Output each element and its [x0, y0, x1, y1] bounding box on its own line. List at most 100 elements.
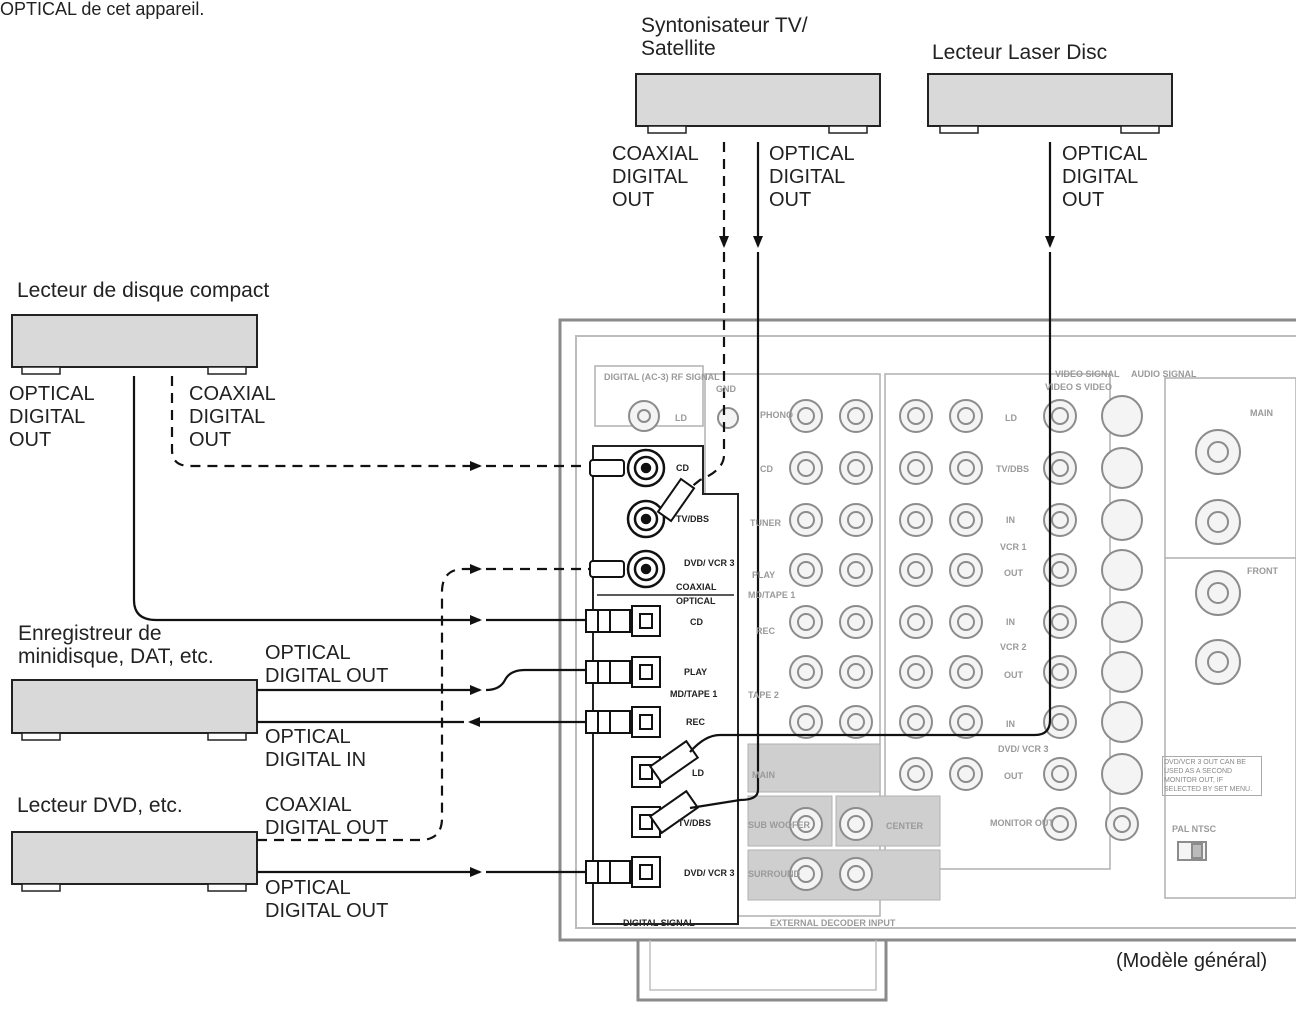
rca-jack — [957, 459, 975, 477]
cd-player-box — [11, 314, 258, 375]
main-speaker-label: MAIN — [1250, 408, 1273, 418]
coax-tvdbs-label: TV/DBS — [676, 514, 709, 524]
rca-jack — [907, 713, 925, 731]
rca-jack — [1051, 713, 1069, 731]
tuner-label: TUNER — [750, 518, 781, 528]
rec-label: REC — [756, 626, 776, 636]
subwoofer-label: SUB WOOFER — [748, 820, 810, 830]
external-decoder-label: EXTERNAL DECODER INPUT — [770, 918, 896, 928]
cd-player-label: Lecteur de disque compact — [17, 279, 270, 302]
rca-jack — [1051, 511, 1069, 529]
coax-cd-label: CD — [676, 463, 689, 473]
rca-jack — [907, 613, 925, 631]
rca-jack — [957, 713, 975, 731]
video-s-video-label: VIDEO S VIDEO — [1045, 382, 1112, 392]
rca-jack — [847, 713, 865, 731]
rca-jack — [797, 865, 815, 883]
panel-jacks — [628, 395, 1241, 891]
digital-rf-label: DIGITAL (AC-3) RF SIGNAL — [604, 372, 720, 382]
opt-play-label: PLAY — [684, 667, 707, 677]
ld-video-label: LD — [1005, 413, 1017, 423]
rca-jack — [847, 459, 865, 477]
s-video-jack — [1101, 651, 1143, 693]
rca-jack — [847, 815, 865, 833]
s-video-jack — [1101, 549, 1143, 591]
rca-jack — [1051, 459, 1069, 477]
laser-disc-box — [927, 73, 1173, 134]
s-video-jack — [1101, 447, 1143, 489]
opt-dvd-label: DVD/ VCR 3 — [684, 868, 735, 878]
rca-jack — [847, 407, 865, 425]
gnd-label: GND — [716, 384, 737, 394]
opt-tvdbs-label: TV/DBS — [678, 818, 711, 828]
vcr2-in-label: IN — [1006, 617, 1015, 627]
rca-jack — [1051, 765, 1069, 783]
rca-jack — [847, 613, 865, 631]
phono-label: PHONO — [760, 410, 793, 420]
rca-jack — [907, 561, 925, 579]
panel-labels: DIGITAL (AC-3) RF SIGNAL LD GND CD TV/DB… — [604, 369, 1278, 928]
opt-ld-label: LD — [692, 768, 704, 778]
center-label: CENTER — [886, 821, 924, 831]
tv-satellite-label: Syntonisateur TV/ Satellite — [641, 14, 808, 60]
tv-coaxial-out-label: COAXIAL DIGITAL OUT — [612, 143, 698, 211]
rca-jack — [1051, 613, 1069, 631]
top-note: OPTICAL de cet appareil. — [0, 0, 205, 19]
vcr1-label: VCR 1 — [1000, 542, 1027, 552]
tv-satellite-box — [635, 73, 881, 134]
coaxial-jacks — [626, 448, 666, 589]
rca-jack — [907, 765, 925, 783]
rca-jack — [907, 459, 925, 477]
rca-jack — [1051, 561, 1069, 579]
rca-jack — [847, 511, 865, 529]
front-speaker-label: FRONT — [1247, 566, 1278, 576]
vcr2-out-label: OUT — [1004, 670, 1024, 680]
tvdbs-video-label: TV/DBS — [996, 464, 1029, 474]
rca-jack — [797, 613, 815, 631]
rca-jack — [797, 407, 815, 425]
rca-jack — [797, 713, 815, 731]
pal-ntsc-label: PAL NTSC — [1172, 824, 1217, 834]
tape2-label: TAPE 2 — [748, 690, 779, 700]
surround-label: SURROUND — [748, 869, 801, 879]
md-optical-out-label: OPTICAL DIGITAL OUT — [265, 642, 389, 687]
rca-jack — [957, 407, 975, 425]
dvd-optical-out-label: OPTICAL DIGITAL OUT — [265, 877, 389, 922]
rca-jack — [907, 663, 925, 681]
monitor-out-label: MONITOR OUT — [990, 818, 1054, 828]
coaxial-section-label: COAXIAL — [676, 582, 717, 592]
main-label: MAIN — [752, 770, 775, 780]
md-recorder-box — [11, 679, 258, 741]
s-video-jack — [1101, 701, 1143, 743]
vcr1-in-label: IN — [1006, 515, 1015, 525]
video-signal-label: VIDEO SIGNAL — [1055, 369, 1120, 379]
digital-signal-label: DIGITAL SIGNAL — [623, 918, 695, 928]
rca-jack — [797, 511, 815, 529]
md-tape1-b-label: MD/TAPE 1 — [748, 590, 795, 600]
footer-model-note: (Modèle général) — [1116, 950, 1268, 972]
rca-jack — [797, 815, 815, 833]
optical-section-label: OPTICAL — [676, 596, 716, 606]
rca-jack — [907, 407, 925, 425]
laser-disc-label: Lecteur Laser Disc — [932, 41, 1108, 64]
s-video-jack — [1101, 753, 1143, 795]
rca-jack — [907, 511, 925, 529]
rca-jack — [1051, 815, 1069, 833]
md-tape1-label: MD/TAPE 1 — [670, 689, 717, 699]
rca-jack — [1051, 407, 1069, 425]
s-video-jack — [1101, 601, 1143, 643]
rca-jack — [1051, 663, 1069, 681]
rca-jack — [847, 663, 865, 681]
ld-rf-label: LD — [675, 413, 687, 423]
rca-jack — [847, 865, 865, 883]
play-label: PLAY — [752, 570, 775, 580]
vcr2-label: VCR 2 — [1000, 642, 1027, 652]
rca-jack — [1113, 815, 1131, 833]
rca-jack — [957, 561, 975, 579]
cable-plugs — [585, 459, 700, 884]
vcr1-out-label: OUT — [1004, 568, 1024, 578]
rca-jack — [797, 663, 815, 681]
opt-rec-label: REC — [686, 717, 706, 727]
